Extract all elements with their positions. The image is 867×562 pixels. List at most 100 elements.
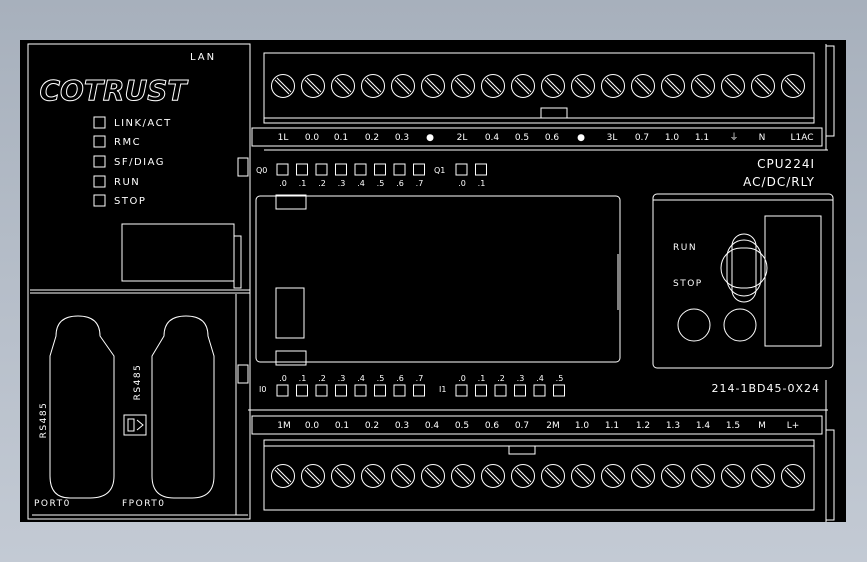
input-i1-led — [475, 384, 487, 397]
top-terminal-screw-slot — [664, 79, 680, 95]
i0-group-label: I0 — [259, 385, 266, 394]
bottom-terminal-label: 0.6 — [485, 421, 500, 431]
top-terminal-screw-slot — [666, 77, 682, 93]
bottom-terminal-screw-slot — [756, 467, 772, 483]
bottom-label-strip — [251, 415, 823, 435]
top-terminal-screw-slot — [696, 77, 712, 93]
bottom-terminal-screw-slot — [754, 469, 770, 485]
port0-label: PORT0 — [34, 499, 71, 509]
output-q0-led-label: .3 — [338, 179, 346, 188]
top-terminal-screw-slot — [634, 79, 650, 95]
bottom-terminal-screw — [511, 464, 535, 488]
bottom-terminal-label: 1.1 — [605, 421, 619, 431]
input-i0-led-label: .5 — [377, 374, 385, 383]
output-q0-led — [413, 163, 425, 176]
input-i1-led-label: .5 — [556, 374, 564, 383]
input-i0-led — [393, 384, 406, 397]
top-terminal-screw-slot — [694, 79, 710, 95]
top-terminal-screw-slot — [756, 77, 772, 93]
status-label-run: RUN — [114, 177, 140, 188]
top-terminal-screw-slot — [484, 79, 500, 95]
bottom-terminal-screw-slot — [544, 469, 560, 485]
top-terminal-screw-slot — [544, 79, 560, 95]
top-terminal-label: 1.1 — [695, 133, 709, 143]
analog-pot-0[interactable] — [677, 308, 711, 342]
model-label: CPU224I — [757, 157, 815, 171]
bottom-terminal-screw — [301, 464, 325, 488]
top-terminal-screw — [751, 74, 775, 98]
left-module-outline — [27, 43, 251, 520]
bottom-terminal-label: L+ — [787, 421, 800, 431]
lan-label: LAN — [190, 52, 216, 63]
status-led-link — [93, 116, 106, 129]
bottom-terminal-screw — [541, 464, 565, 488]
bottom-terminal-label: 1.5 — [726, 421, 740, 431]
bottom-terminal-screw-slot — [514, 469, 530, 485]
top-terminal-label: 0.1 — [334, 133, 348, 143]
output-q0-led — [374, 163, 386, 176]
output-q0-led — [296, 163, 308, 176]
port0-connector — [49, 315, 115, 499]
top-terminal-screw-slot — [276, 77, 292, 93]
top-terminal-label: 0.7 — [635, 133, 649, 143]
bottom-terminal-screw-slot — [546, 467, 562, 483]
power-type-label: AC/DC/RLY — [743, 175, 815, 189]
bottom-terminal-screw-slot — [396, 467, 412, 483]
top-terminal-screw-slot — [606, 77, 622, 93]
status-led-run — [93, 175, 106, 188]
input-i0-led-label: .1 — [299, 374, 307, 383]
bottom-terminal-screw-slot — [606, 467, 622, 483]
bottom-terminal-screw-slot — [336, 467, 352, 483]
top-terminal-screw — [691, 74, 715, 98]
output-q0-led — [315, 163, 328, 176]
output-q0-led — [393, 163, 406, 176]
top-terminal-label: 0.6 — [545, 133, 560, 143]
control-panel — [652, 193, 834, 369]
input-i0-led — [335, 384, 347, 397]
bottom-terminal-label: 0.4 — [425, 421, 440, 431]
mode-switch[interactable] — [731, 233, 757, 303]
slot-tab — [233, 235, 242, 289]
input-i0-led-label: .2 — [318, 374, 326, 383]
input-i0-led-label: .4 — [357, 374, 365, 383]
control-panel-window — [764, 215, 822, 347]
bottom-terminal-screw-slot — [634, 469, 650, 485]
right-rail-bottom — [825, 429, 835, 521]
bottom-terminal-screw-slot — [456, 467, 472, 483]
top-label-strip — [251, 127, 823, 147]
bottom-terminal-screw — [781, 464, 805, 488]
switch-run-label: RUN — [673, 243, 697, 253]
output-q0-led — [335, 163, 347, 176]
fport0-marker-inner — [127, 418, 135, 432]
bottom-terminal-screw — [631, 464, 655, 488]
input-i1-led-label: .1 — [478, 374, 486, 383]
analog-pot-1[interactable] — [723, 308, 757, 342]
top-terminal-screw-slot — [336, 77, 352, 93]
fport0-label: FPORT0 — [122, 499, 166, 509]
bottom-terminal-label: 1.4 — [696, 421, 711, 431]
input-i0-led — [354, 384, 367, 397]
top-terminal-screw — [271, 74, 295, 98]
input-i1-led — [494, 384, 507, 397]
top-terminal-screw — [721, 74, 745, 98]
fport0-marker-arrow — [136, 419, 144, 431]
input-i0-led-label: .7 — [416, 374, 424, 383]
bottom-terminal-screw-slot — [724, 469, 740, 485]
cover-clip-bottom — [275, 350, 307, 366]
output-q0-led-label: .1 — [299, 179, 307, 188]
status-led-stop — [93, 194, 106, 207]
status-label-sf: SF/DIAG — [114, 157, 165, 168]
bottom-terminal-screw-slot — [486, 467, 502, 483]
input-i0-led-label: .0 — [279, 374, 287, 383]
top-terminal-screw — [631, 74, 655, 98]
bottom-terminal-label: 1M — [277, 421, 291, 431]
output-q0-led-label: .0 — [279, 179, 287, 188]
input-i0-led-label: .3 — [338, 374, 346, 383]
top-terminal-screw-slot — [454, 79, 470, 95]
top-terminal-screw-slot — [364, 79, 380, 95]
top-terminal-screw-slot — [426, 77, 442, 93]
bottom-terminal-screw — [691, 464, 715, 488]
cover-clip-top — [275, 194, 307, 210]
bottom-terminal-label: 0.5 — [455, 421, 469, 431]
